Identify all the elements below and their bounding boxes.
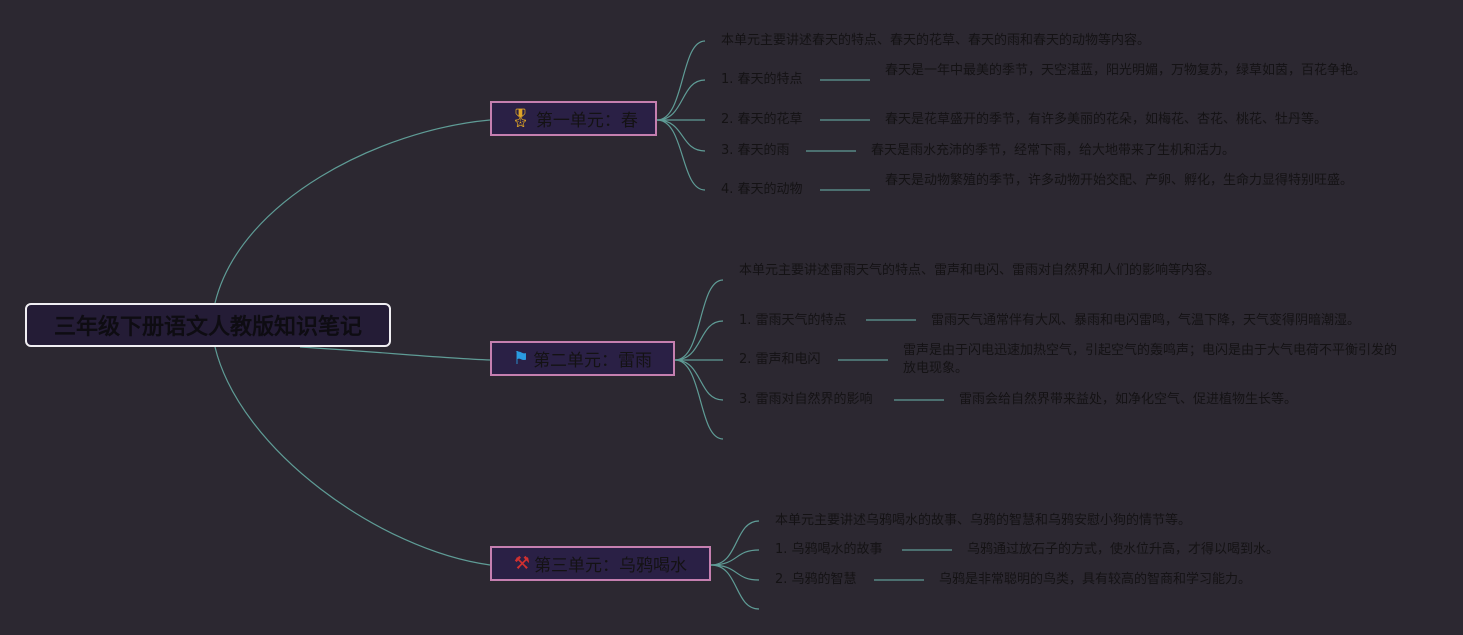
item-label[interactable]: 1. 雷雨天气的特点 xyxy=(739,313,847,328)
unit-1-node[interactable]: 🎖第一单元：春 xyxy=(490,101,657,136)
item-desc[interactable]: 春天是动物繁殖的季节，许多动物开始交配、产卵、孵化，生命力显得特别旺盛。 xyxy=(885,173,1354,188)
medal-icon: 🎖 xyxy=(509,108,532,129)
unit-title: 第三单元：乌鸦喝水 xyxy=(534,556,688,576)
item-label[interactable]: 1. 春天的特点 xyxy=(721,72,803,87)
item-desc[interactable]: 雷雨会给自然界带来益处，如净化空气、促进植物生长等。 xyxy=(959,392,1298,407)
item-desc[interactable]: 春天是雨水充沛的季节，经常下雨，给大地带来了生机和活力。 xyxy=(871,143,1236,158)
item-desc[interactable]: 春天是一年中最美的季节，天空湛蓝，阳光明媚，万物复苏，绿草如茵，百花争艳。 xyxy=(885,63,1367,78)
unit-title: 第二单元：雷雨 xyxy=(533,351,653,371)
unit-2-summary[interactable]: 本单元主要讲述雷雨天气的特点、雷声和电闪、雷雨对自然界和人们的影响等内容。 xyxy=(739,263,1221,278)
item-desc[interactable]: 乌鸦是非常聪明的鸟类，具有较高的智商和学习能力。 xyxy=(939,572,1252,587)
item-label[interactable]: 2. 雷声和电闪 xyxy=(739,352,821,367)
item-label[interactable]: 3. 春天的雨 xyxy=(721,143,790,158)
item-desc[interactable]: 春天是花草盛开的季节，有许多美丽的花朵，如梅花、杏花、桃花、牡丹等。 xyxy=(885,112,1328,127)
item-desc[interactable]: 乌鸦通过放石子的方式，使水位升高，才得以喝到水。 xyxy=(967,542,1280,557)
item-label[interactable]: 2. 春天的花草 xyxy=(721,112,803,127)
item-label[interactable]: 4. 春天的动物 xyxy=(721,182,803,197)
item-desc[interactable]: 雷雨天气通常伴有大风、暴雨和电闪雷鸣，气温下降，天气变得阴暗潮湿。 xyxy=(931,313,1361,328)
flag-icon: ⚑ xyxy=(512,348,530,369)
unit-2-node[interactable]: ⚑第二单元：雷雨 xyxy=(490,341,675,376)
unit-1-summary[interactable]: 本单元主要讲述春天的特点、春天的花草、春天的雨和春天的动物等内容。 xyxy=(721,33,1151,48)
unit-3-node[interactable]: ⚒第三单元：乌鸦喝水 xyxy=(490,546,711,581)
item-label[interactable]: 1. 乌鸦喝水的故事 xyxy=(775,542,883,557)
magic-wand-icon: ⚒ xyxy=(513,553,531,574)
item-label[interactable]: 3. 雷雨对自然界的影响 xyxy=(739,392,873,407)
root-node[interactable]: 三年级下册语文人教版知识笔记 xyxy=(25,303,391,347)
unit-3-summary[interactable]: 本单元主要讲述乌鸦喝水的故事、乌鸦的智慧和乌鸦安慰小狗的情节等。 xyxy=(775,513,1192,528)
item-label[interactable]: 2. 乌鸦的智慧 xyxy=(775,572,857,587)
item-desc[interactable]: 雷声是由于闪电迅速加热空气，引起空气的轰鸣声；电闪是由于大气电荷不平衡引发的放电… xyxy=(903,343,1398,376)
unit-title: 第一单元：春 xyxy=(535,111,638,131)
